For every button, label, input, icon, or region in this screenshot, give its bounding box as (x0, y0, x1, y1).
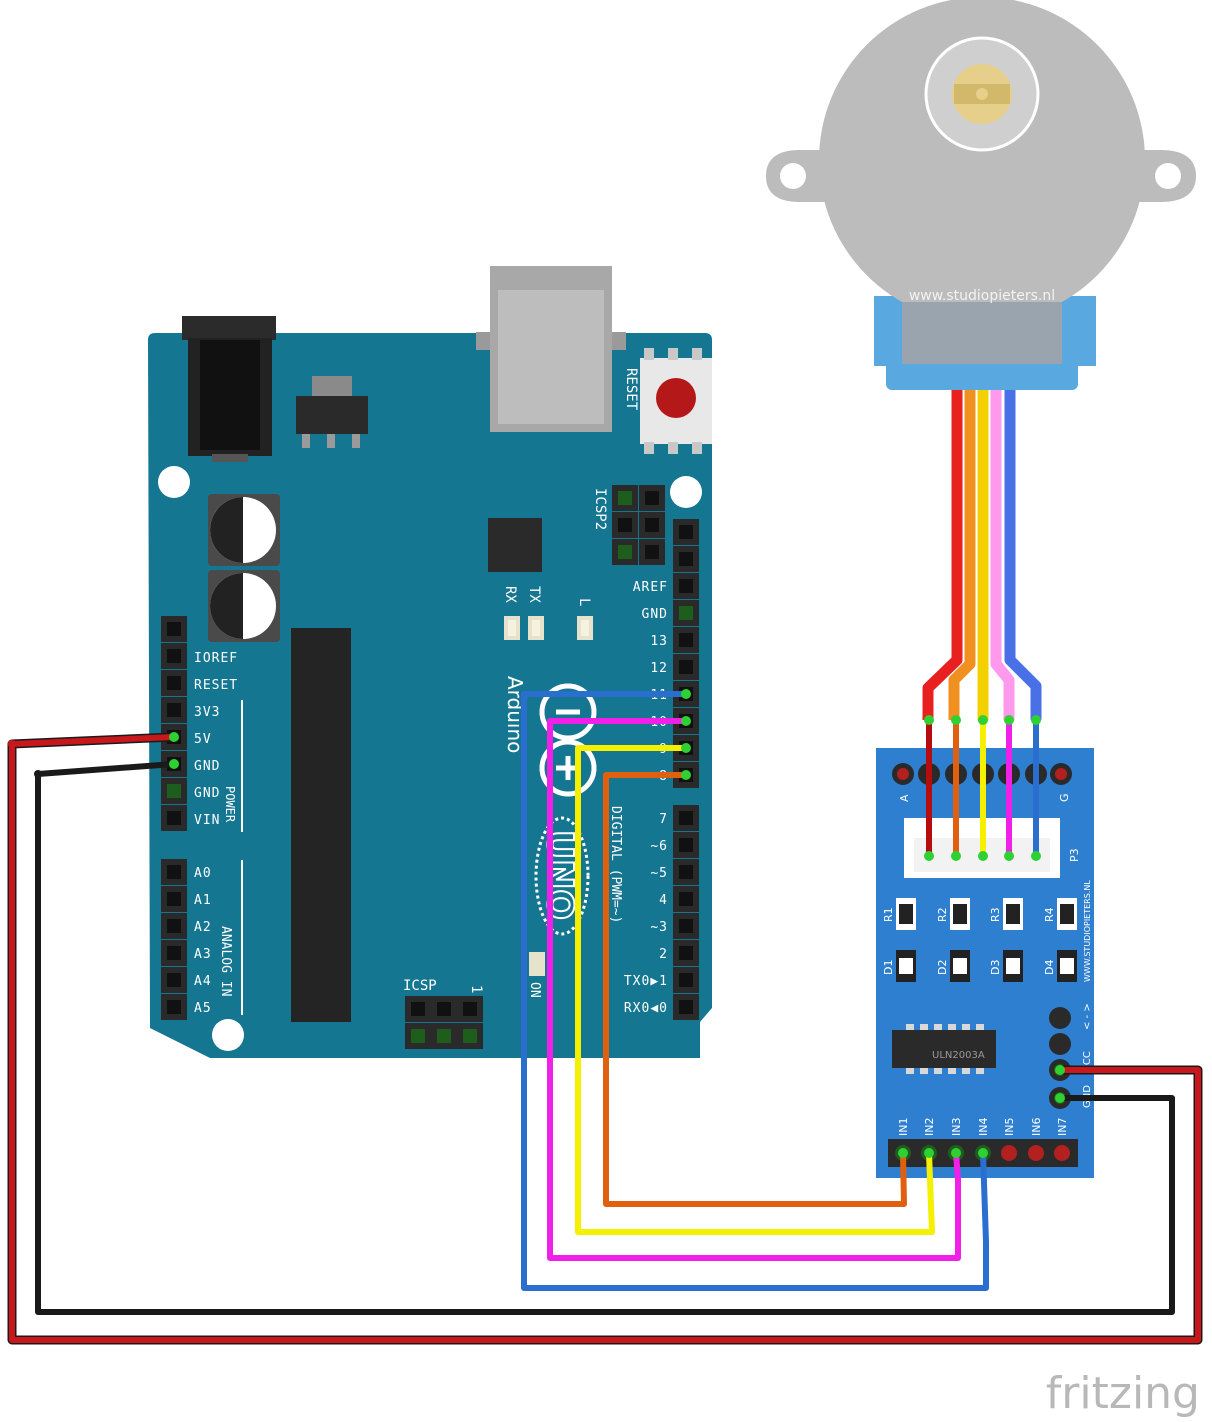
pad-a-label: A (898, 794, 911, 802)
mount-hole (212, 1019, 244, 1051)
l-label: L (576, 598, 592, 606)
pin-label: IOREF (194, 651, 238, 666)
icsp-pin1-label: 1 (468, 985, 484, 993)
driver-leds (896, 950, 1077, 982)
reset-button[interactable] (640, 348, 712, 454)
pin-label: ~6 (650, 839, 668, 854)
r3-label: R3 (989, 907, 1002, 922)
pin-label: GND (194, 786, 220, 801)
wire-magenta (547, 718, 961, 1261)
pin-label: VIN (194, 813, 220, 828)
pin-label: 4 (659, 893, 668, 908)
pin-label: TX0▶1 (624, 974, 668, 989)
stepper-motor: www.studiopieters.nl (766, 0, 1196, 390)
driver-input-labels: IN1 IN2 IN3 IN4 IN5 IN6 IN7 (897, 1118, 1069, 1136)
pin-label: RESET (194, 678, 238, 693)
d3-label: D3 (989, 960, 1002, 975)
pin-label: IN3 (950, 1118, 963, 1136)
resistors (896, 898, 1077, 930)
pin-label: A3 (194, 947, 212, 962)
voltage-regulator (296, 376, 368, 448)
on-label: ON (527, 982, 542, 998)
pin-label: ~3 (650, 920, 668, 935)
pin-label: RX0◀0 (624, 1001, 668, 1016)
mount-hole (670, 476, 702, 508)
capacitor (208, 570, 280, 642)
uno-badge: UNO (534, 816, 590, 936)
power-arrow-label: < - > (1082, 1003, 1093, 1030)
pin-label: IN2 (923, 1118, 936, 1136)
usb-port (476, 266, 626, 432)
pin-label: A5 (194, 1001, 212, 1016)
icsp-label: ICSP (403, 978, 437, 994)
uln2003-chip: ULN2003A (892, 1024, 996, 1074)
pin-label: IN5 (1003, 1118, 1016, 1136)
pin-label: A0 (194, 866, 212, 881)
pad-g-label: G (1058, 793, 1071, 802)
power-group-label: POWER (223, 786, 237, 823)
connector-wires (926, 718, 1039, 856)
pin-label: IN6 (1030, 1118, 1043, 1136)
vcc-label: VCC (1082, 1051, 1093, 1072)
pin-label: GND (194, 759, 220, 774)
signal-wires (521, 691, 989, 1291)
arduino-board: RESET ICSP2 TX RX L ON Arduino (148, 266, 712, 1058)
d2-label: D2 (936, 960, 949, 975)
rx-label: RX (502, 586, 518, 603)
svg-text:UNO: UNO (539, 830, 580, 920)
wire-orange (603, 772, 907, 1207)
connector-label: P3 (1068, 848, 1081, 862)
mount-hole (158, 466, 190, 498)
connector-wire-ends (924, 715, 1041, 861)
signal-wire-ends (681, 689, 988, 1158)
fritzing-logo: fritzing (1046, 1368, 1200, 1419)
pin-label: 12 (650, 661, 668, 676)
pin-label: 7 (659, 812, 668, 827)
pin-label: IN7 (1056, 1118, 1069, 1136)
pin-label: 2 (659, 947, 668, 962)
motor-watermark: www.studiopieters.nl (909, 288, 1055, 304)
d1-label: D1 (882, 960, 895, 975)
pin-label: IN4 (977, 1118, 990, 1136)
pin-label: A4 (194, 974, 212, 989)
tx-label: TX (526, 586, 542, 603)
r2-label: R2 (936, 907, 949, 922)
power-wires (7, 732, 1203, 1345)
pin-label: 5V (194, 732, 212, 747)
pin-label: A1 (194, 893, 212, 908)
usb-chip (488, 518, 542, 572)
wire-blue (521, 691, 989, 1291)
pin-label: IN1 (897, 1118, 910, 1136)
pin-label: ~5 (650, 866, 668, 881)
led-indicators (504, 616, 593, 976)
chip-label: ULN2003A (932, 1050, 985, 1061)
r4-label: R4 (1043, 907, 1056, 922)
digital-group-label: DIGITAL (PWM=~) (608, 806, 623, 923)
capacitor (208, 494, 280, 566)
power-jack (182, 316, 276, 462)
d4-label: D4 (1043, 960, 1056, 975)
pin-label: 3V3 (194, 705, 220, 720)
r1-label: R1 (882, 907, 895, 922)
icsp2-label: ICSP2 (592, 488, 608, 530)
pin-label: 13 (650, 634, 668, 649)
analog-group-label: ANALOG IN (218, 926, 233, 996)
atmega-chip (291, 628, 351, 1022)
power-wire-ends (8, 732, 1065, 1103)
power-pin-labels: IOREF RESET 3V3 5V GND GND VIN (194, 651, 238, 828)
reset-label: RESET (623, 368, 639, 411)
pin-label: A2 (194, 920, 212, 935)
pin-label: GND (642, 607, 668, 622)
motor-cable (922, 390, 1042, 720)
wire-gnd (35, 761, 1175, 1315)
pin-label: AREF (633, 580, 668, 595)
driver-url: WWW.STUDIOPIETERS.NL (1083, 880, 1092, 982)
wire-yellow (575, 745, 935, 1235)
